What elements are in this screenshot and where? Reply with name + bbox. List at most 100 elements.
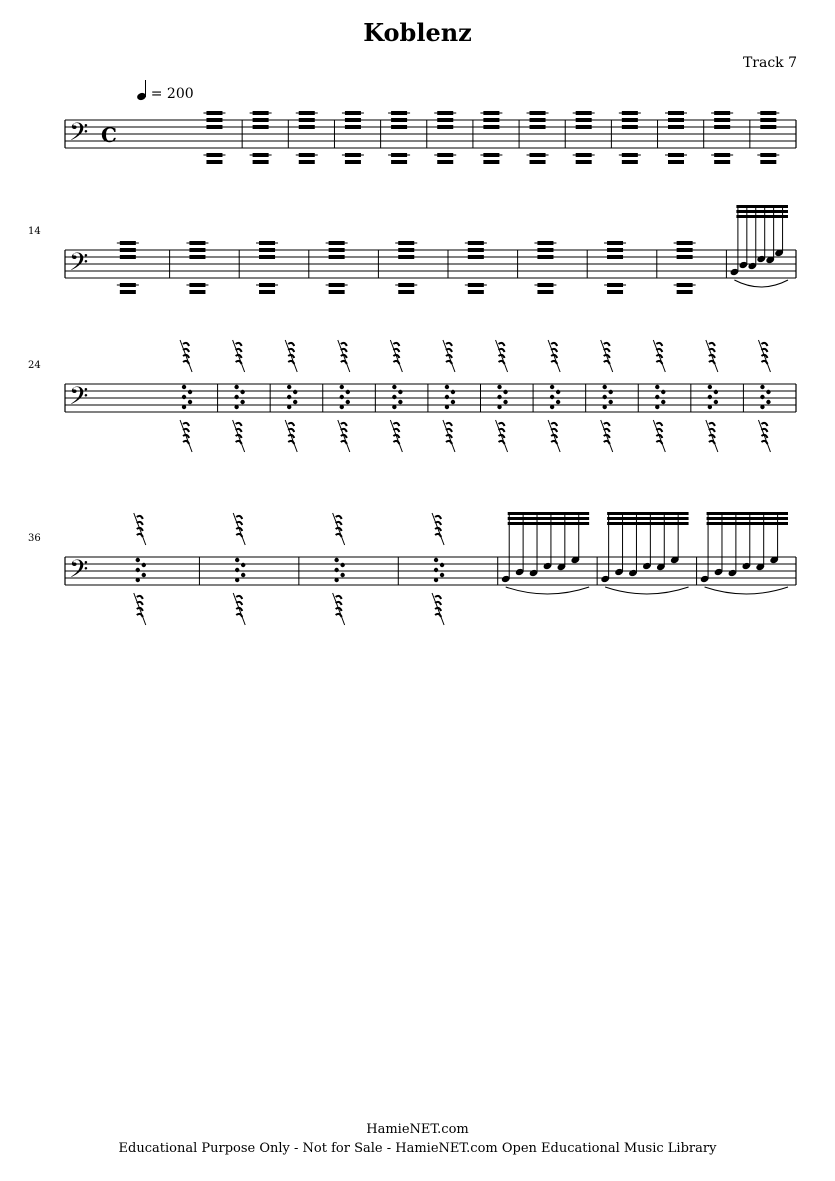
rest-symbol <box>550 433 559 439</box>
rest-stem <box>232 592 246 626</box>
rest-stem <box>133 512 147 546</box>
note-head <box>398 290 415 294</box>
note-head <box>189 255 206 259</box>
note-head <box>529 125 546 129</box>
rest-symbol <box>235 341 243 347</box>
footer-site: HamieNET.com <box>366 1122 469 1137</box>
rest-symbol <box>181 404 187 410</box>
rest-symbol <box>760 421 769 427</box>
rest-symbol <box>433 577 439 583</box>
note-head <box>621 118 638 122</box>
rest-symbol <box>655 341 664 347</box>
rest-symbol <box>335 594 343 600</box>
rest-symbol <box>713 389 719 395</box>
rest-stem <box>495 339 509 373</box>
rest-symbol <box>235 567 240 573</box>
rest-stem <box>705 339 719 373</box>
rest-symbol <box>549 384 555 390</box>
note-head <box>437 118 454 122</box>
bass-clef-icon: 𝄢 <box>69 118 88 153</box>
note-head <box>483 125 500 129</box>
rest-symbol <box>182 421 190 427</box>
note-head <box>728 569 737 577</box>
rest-symbol <box>655 404 660 410</box>
rest-symbol <box>187 399 193 405</box>
rest-symbol <box>136 514 144 520</box>
rest-symbol <box>398 389 403 395</box>
rest-symbol <box>135 577 140 583</box>
rest-symbol <box>655 384 660 390</box>
staves: 𝄢C𝄢𝄢𝄢 <box>64 118 797 590</box>
note-head <box>766 256 775 264</box>
rest-stem <box>757 339 771 373</box>
note-head <box>344 118 361 122</box>
note-head <box>575 118 592 122</box>
note-head <box>757 255 766 263</box>
note-head <box>298 125 315 129</box>
rest-symbol <box>340 353 348 359</box>
note-head <box>748 262 757 270</box>
note-head <box>615 568 623 576</box>
rest-symbol <box>398 399 403 405</box>
rest-symbol <box>136 606 144 612</box>
rest-stem <box>133 592 147 626</box>
note-head <box>601 575 610 583</box>
rest-symbol <box>661 389 666 395</box>
rest-stem <box>600 419 614 453</box>
rest-symbol <box>434 514 442 520</box>
rest-symbol <box>287 394 292 400</box>
rest-symbol <box>392 433 401 439</box>
rest-symbol <box>392 421 401 427</box>
rest-symbol <box>760 394 765 400</box>
rest-symbol <box>136 526 144 532</box>
rest-symbol <box>603 341 611 347</box>
rest-symbol <box>708 341 716 347</box>
note-head <box>607 290 624 294</box>
rest-symbol <box>141 562 146 568</box>
note-head <box>775 249 783 257</box>
note-head <box>676 255 693 259</box>
rest-stem <box>232 419 246 453</box>
beam <box>507 522 590 525</box>
note-head <box>529 569 538 577</box>
beam <box>706 512 788 515</box>
rest-symbol <box>549 394 555 400</box>
beam <box>736 210 788 213</box>
rest-symbol <box>602 384 607 390</box>
time-signature: C <box>101 123 117 147</box>
rest-symbol <box>392 394 397 400</box>
rest-symbol <box>497 433 506 439</box>
note-head <box>189 248 206 252</box>
note-head <box>668 160 684 164</box>
rest-symbol <box>141 572 146 578</box>
rest-symbol <box>187 389 193 395</box>
rest-stem <box>757 419 771 453</box>
rest-symbol <box>434 594 442 600</box>
rest-symbol <box>235 526 244 532</box>
rest-symbol <box>181 394 187 400</box>
note-head <box>437 160 454 164</box>
rest-symbol <box>708 353 716 359</box>
note-head <box>668 118 684 122</box>
note-head <box>760 118 777 122</box>
rest-symbol <box>234 384 239 390</box>
rest-symbol <box>293 389 298 395</box>
note-head <box>676 248 693 252</box>
rest-symbol <box>287 353 296 359</box>
rest-stem <box>652 339 666 373</box>
rest-symbol <box>555 399 561 405</box>
note-head <box>437 125 454 129</box>
note-head <box>537 290 554 294</box>
rest-symbol <box>287 341 296 347</box>
note-head <box>529 160 546 164</box>
rest-symbol <box>182 433 190 439</box>
note-head <box>328 290 345 294</box>
tempo-value: = 200 <box>150 86 194 102</box>
rest-stem <box>431 512 445 546</box>
rest-symbol <box>497 394 502 400</box>
rest-symbol <box>760 353 769 359</box>
rest-symbol <box>550 341 559 347</box>
slur <box>505 586 590 595</box>
rest-symbol <box>345 399 350 405</box>
note-head <box>575 125 592 129</box>
